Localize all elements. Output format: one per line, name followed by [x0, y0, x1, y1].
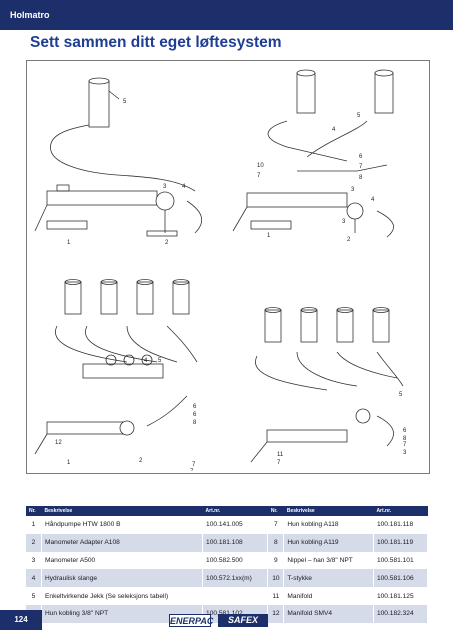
cell-artnr: 100.572.1xx(m)	[202, 569, 269, 588]
callout-5: 5	[158, 358, 162, 364]
cell-nr: 5	[26, 587, 42, 605]
cell-nr: 3	[26, 551, 42, 570]
callout-6: 6	[359, 154, 363, 160]
cell-artnr	[202, 587, 269, 605]
callout-6: 6	[193, 404, 197, 410]
cell-description: Hydraulisk slange	[41, 569, 204, 588]
callout-4: 4	[182, 184, 186, 190]
cell-artnr: 100.181.118	[373, 516, 429, 534]
cell-nr: 11	[267, 587, 285, 605]
cell-artnr: 100.181.119	[373, 533, 429, 552]
callout-5: 5	[357, 113, 361, 119]
callout-8: 8	[359, 175, 363, 181]
col-header-description-2: Beskrivelse	[283, 506, 374, 516]
diagram-single-cylinder: 5 3 4 1 2	[27, 61, 227, 261]
callout-3: 3	[403, 450, 407, 456]
cell-description: Håndpumpe HTW 1800 B	[41, 516, 204, 534]
table-row: 5 Enkeltvirkende Jekk (Se seleksjons tab…	[26, 587, 429, 605]
cell-nr: 4	[26, 569, 42, 588]
cell-description: Nippel – han 3/8" NPT	[283, 551, 374, 570]
cell-artnr: 100.182.324	[373, 604, 429, 623]
cell-description: Hun kobling 3/8" NPT	[41, 604, 204, 623]
callout-5: 5	[399, 392, 403, 398]
diagram-four-cylinders-tee: 5 6 8 7 3 11 7 3 1 2	[227, 266, 429, 471]
table-row: 6 Hun kobling 3/8" NPT 100.581.102 12 Ma…	[26, 604, 429, 623]
col-header-description: Beskrivelse	[41, 506, 203, 516]
callout-2: 2	[139, 458, 143, 464]
callout-7: 7	[359, 164, 363, 170]
callout-8: 8	[403, 436, 407, 442]
safex-logo: SAFEX	[218, 614, 268, 627]
cell-nr: 2	[26, 533, 42, 552]
callout-1: 1	[67, 460, 71, 466]
callout-5: 5	[123, 99, 127, 105]
cell-description: Manifold SMV4	[283, 604, 374, 623]
cell-nr: 8	[267, 533, 285, 552]
callout-7: 7	[192, 462, 196, 468]
cell-description: Manometer A500	[41, 551, 204, 570]
table-row: 2 Manometer Adapter A108 100.181.108 8 H…	[26, 533, 429, 552]
col-header-nr-2: Nr.	[267, 506, 284, 516]
header-bar: Holmatro	[0, 0, 453, 30]
callout-3: 3	[351, 187, 355, 193]
cell-description: Enkeltvirkende Jekk (Se seleksjons tabel…	[41, 587, 204, 605]
cell-artnr: 100.581.101	[373, 551, 429, 570]
page-title: Sett sammen ditt eget løftesystem	[30, 34, 282, 51]
callout-7: 7	[403, 442, 407, 448]
cell-nr: 9	[267, 551, 285, 570]
diagram-four-cylinders-manifold: 4 5 6 6 8 12 7 3 7 1 2	[27, 266, 227, 471]
callout-11: 11	[277, 452, 284, 458]
callout-6b: 6	[193, 412, 197, 418]
callout-1: 1	[67, 240, 71, 246]
callout-4: 4	[144, 358, 148, 364]
cell-artnr: 100.181.125	[373, 587, 429, 605]
col-header-nr: Nr.	[26, 506, 42, 516]
callout-12: 12	[55, 440, 62, 446]
page-number: 124	[0, 610, 42, 630]
cell-nr: 7	[267, 516, 285, 534]
table-row: 1 Håndpumpe HTW 1800 B 100.141.005 7 Hun…	[26, 516, 429, 534]
callout-10: 10	[257, 163, 264, 169]
cell-description: Manometer Adapter A108	[41, 533, 204, 552]
cell-nr: 10	[267, 569, 285, 588]
brand-label: Holmatro	[10, 10, 50, 20]
callout-3-gauge: 3	[342, 219, 346, 225]
cell-description: Hun kobling A119	[283, 533, 374, 552]
cell-artnr: 100.181.108	[202, 533, 269, 552]
cell-description: Hun kobling A118	[283, 516, 374, 534]
cell-description: Manifold	[283, 587, 374, 605]
callout-3: 3	[163, 184, 167, 190]
enerpac-logo: ENERPAC	[169, 614, 214, 627]
table-row: 4 Hydraulisk slange 100.572.1xx(m) 10 T-…	[26, 569, 429, 588]
callout-6: 6	[403, 428, 407, 434]
callout-7-left: 7	[277, 460, 281, 466]
callout-7-left: 7	[257, 173, 261, 179]
callout-1: 1	[267, 233, 271, 239]
callout-2: 2	[165, 240, 169, 246]
cell-artnr: 100.581.106	[373, 569, 429, 588]
figure-frame: 5 3 4 1 2 5 4	[26, 60, 430, 474]
col-header-artnr-2: Art.nr.	[373, 506, 428, 516]
col-header-artnr: Art.nr.	[202, 506, 268, 516]
cell-nr: 12	[267, 604, 285, 623]
callout-4-hose: 4	[371, 197, 375, 203]
table-row: 3 Manometer A500 100.582.500 9 Nippel – …	[26, 551, 429, 570]
cell-artnr: 100.141.005	[202, 516, 269, 534]
cell-artnr: 100.582.500	[202, 551, 269, 570]
callout-4: 4	[332, 127, 336, 133]
callout-7b: 7	[190, 469, 194, 471]
cell-nr: 1	[26, 516, 42, 534]
callout-2: 2	[347, 237, 351, 243]
callout-8: 8	[193, 420, 197, 426]
diagram-two-cylinders: 5 4 6 7 8 10 7 3 4 3 1 2	[227, 61, 429, 261]
parts-table: Nr. Beskrivelse Art.nr. Nr. Beskrivelse …	[26, 506, 429, 623]
cell-description: T-stykke	[283, 569, 374, 588]
table-header-row: Nr. Beskrivelse Art.nr. Nr. Beskrivelse …	[26, 506, 428, 516]
